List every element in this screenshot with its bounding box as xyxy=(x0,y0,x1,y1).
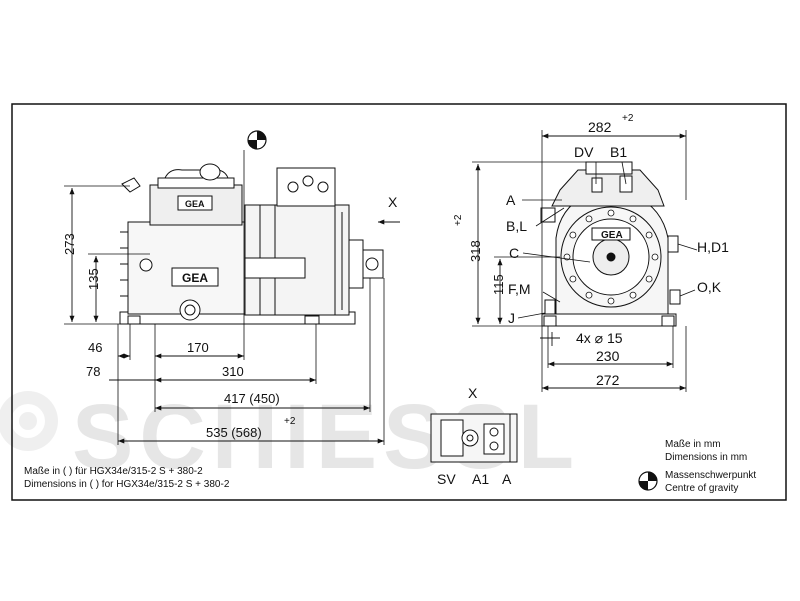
front-leader-lines xyxy=(517,161,698,319)
note-cog-en: Centre of gravity xyxy=(665,483,738,494)
centre-of-gravity-icon xyxy=(247,130,267,150)
label-x-view: X xyxy=(468,385,478,401)
dim-273: 273 xyxy=(62,233,77,255)
label-bl: B,L xyxy=(506,218,527,234)
label-a: A xyxy=(506,192,516,208)
label-c: C xyxy=(509,245,519,261)
dim-310: 310 xyxy=(222,364,244,379)
label-sv: SV xyxy=(437,471,456,487)
dim-417: 417 (450) xyxy=(224,391,280,406)
note-units-de: Maße in mm xyxy=(665,439,721,450)
label-dv: DV xyxy=(574,144,594,160)
bolt-hole xyxy=(569,231,577,239)
drawing-frame xyxy=(11,103,787,501)
dim-170: 170 xyxy=(187,340,209,355)
dim-135: 135 xyxy=(86,268,101,290)
view-x xyxy=(430,413,518,463)
dim-318: 318 xyxy=(468,240,483,262)
note-units-en: Dimensions in mm xyxy=(665,452,747,463)
label-hd1: H,D1 xyxy=(697,239,729,255)
side-view xyxy=(119,163,384,325)
bolt-hole xyxy=(585,291,593,299)
bolt-hole xyxy=(645,275,653,283)
bolt-hole xyxy=(651,253,659,261)
label-ok: O,K xyxy=(697,279,722,295)
legend-centre-of-gravity-icon xyxy=(638,471,658,491)
dim-78: 78 xyxy=(86,364,100,379)
dim-282: 282 xyxy=(588,119,612,135)
front-bolt-circle xyxy=(563,209,659,305)
note-left-line1: Maße in ( ) für HGX34e/315-2 S + 380-2 xyxy=(24,466,203,477)
label-fm: F,M xyxy=(508,281,531,297)
note-cog-de: Massenschwerpunkt xyxy=(665,470,756,481)
dim-272: 272 xyxy=(596,372,620,388)
bolt-hole xyxy=(645,231,653,239)
label-x-arrow: X xyxy=(388,194,398,210)
dim-115: 115 xyxy=(491,274,506,295)
bolt-hole xyxy=(607,209,615,217)
bolt-hole xyxy=(629,215,637,223)
bolt-hole xyxy=(569,275,577,283)
note-left-line2: Dimensions in ( ) for HGX34e/315-2 S + 3… xyxy=(24,479,230,490)
tol-plus2-side: +2 xyxy=(284,416,296,427)
logo-side-head: GEA xyxy=(185,199,205,209)
watermark-logo-icon xyxy=(0,391,58,451)
front-view xyxy=(540,161,681,327)
bolt-hole xyxy=(629,291,637,299)
dim-46: 46 xyxy=(88,340,102,355)
tol-plus2-front-top: +2 xyxy=(622,113,634,124)
front-dimension-lines xyxy=(475,133,686,391)
dim-holes: 4x ⌀ 15 xyxy=(576,330,623,346)
logo-front: GEA xyxy=(601,230,623,241)
front-extension-lines xyxy=(472,130,687,392)
dim-535: 535 (568) xyxy=(206,425,262,440)
bolt-hole xyxy=(607,297,615,305)
logo-side-body: GEA xyxy=(182,271,208,285)
label-a1: A1 xyxy=(472,471,489,487)
label-j: J xyxy=(508,310,515,326)
side-dimension-lines xyxy=(69,188,400,444)
bolt-hole xyxy=(585,215,593,223)
label-b1: B1 xyxy=(610,144,627,160)
tol-plus2-front-side: +2 xyxy=(453,214,464,226)
label-a-bottom: A xyxy=(502,471,512,487)
dim-230: 230 xyxy=(596,348,620,364)
